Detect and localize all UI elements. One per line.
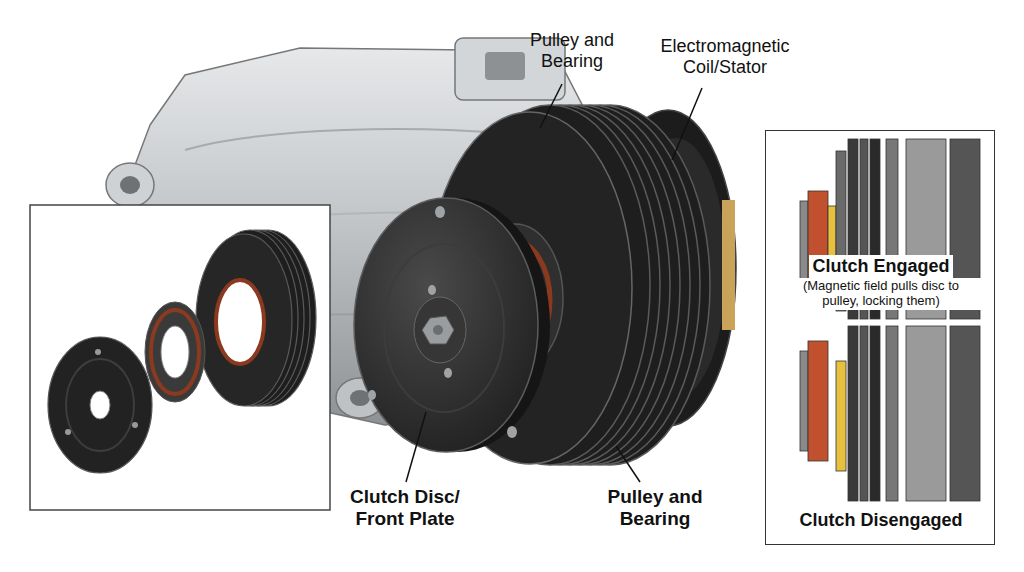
part-label: Clutch Disc/ Front Plate bbox=[330, 486, 480, 530]
part-label: Pulley and Bearing bbox=[512, 30, 632, 71]
clutch-state-panel: Clutch Engaged(Magnetic field pulls disc… bbox=[765, 130, 995, 545]
clutch-cross-section bbox=[766, 131, 996, 546]
part-label: Electromagnetic Coil/Stator bbox=[640, 36, 810, 77]
panel-heading: Clutch Engaged bbox=[809, 255, 952, 278]
leader-lines bbox=[406, 84, 702, 482]
part-label: Pulley and Bearing bbox=[585, 486, 725, 530]
panel-heading: Clutch Disengaged bbox=[796, 509, 965, 532]
clutch-front-plate bbox=[354, 198, 550, 452]
panel-note: (Magnetic field pulls disc to pulley, lo… bbox=[780, 278, 982, 310]
exploded-inset bbox=[30, 205, 330, 510]
